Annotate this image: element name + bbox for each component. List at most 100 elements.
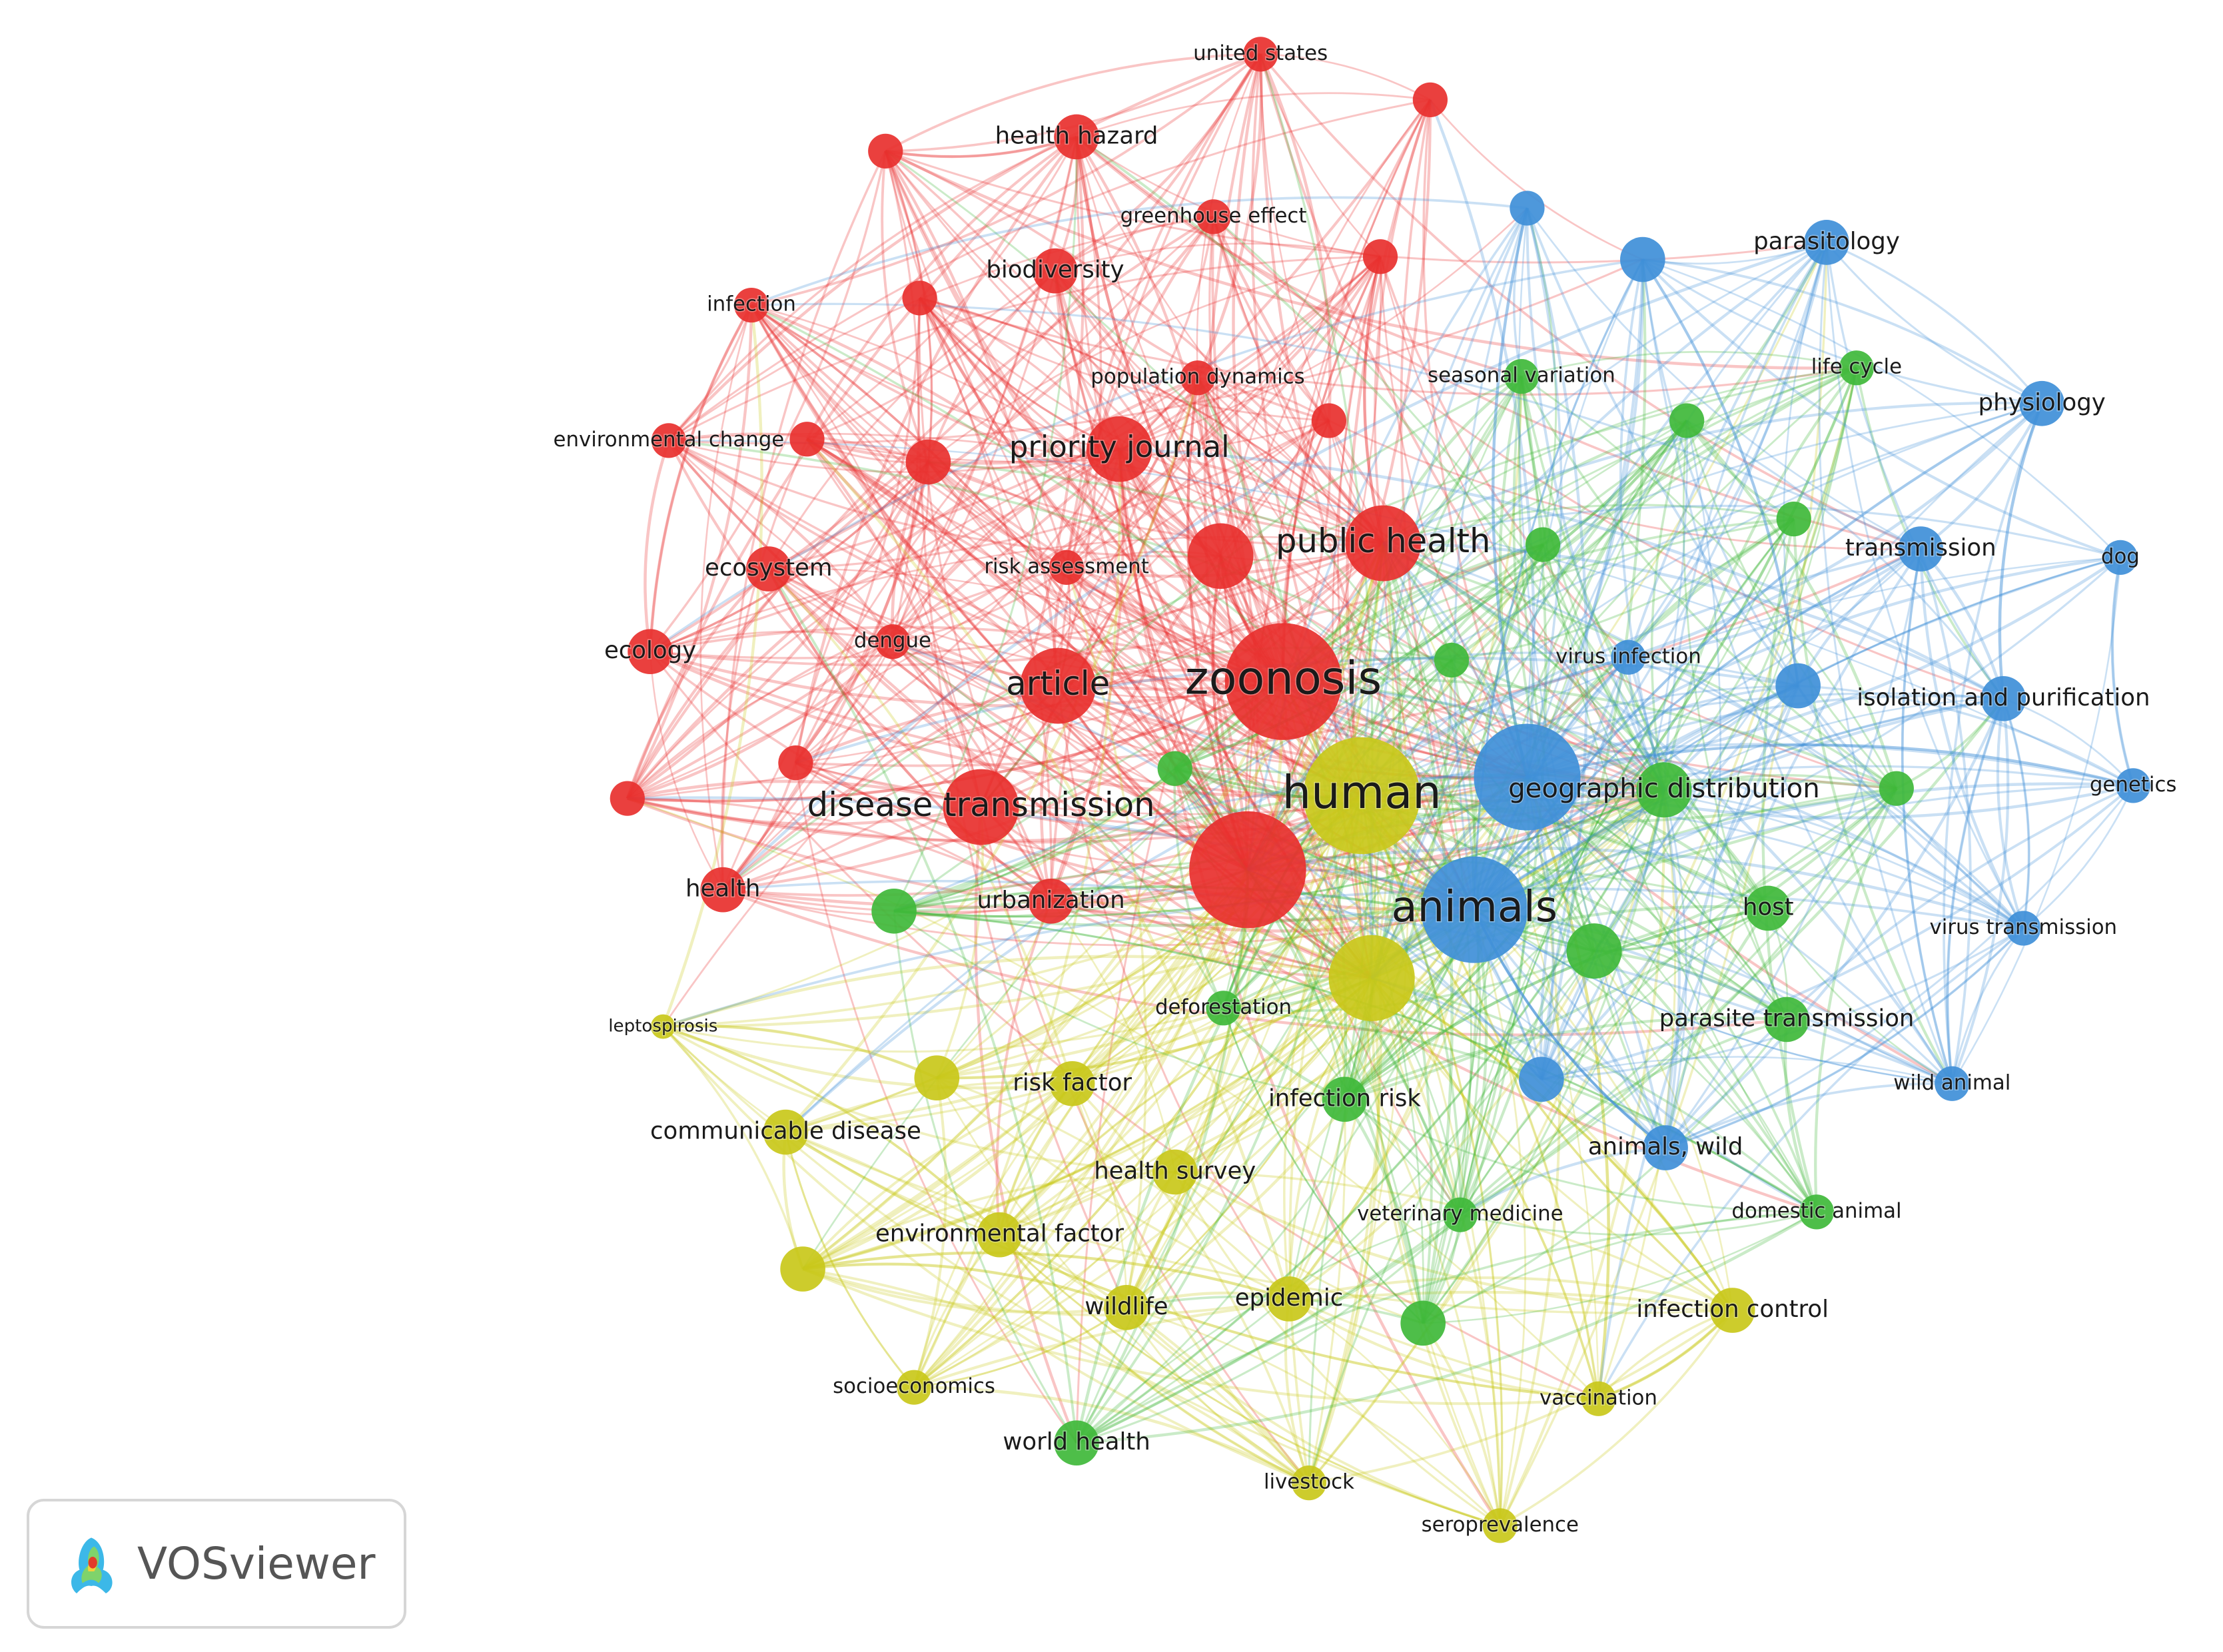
network-node-red[interactable] (1054, 114, 1099, 160)
network-node-blue[interactable] (2102, 540, 2138, 576)
network-node-green[interactable] (1442, 1197, 1478, 1232)
network-node-red[interactable] (789, 422, 825, 457)
network-node-red[interactable] (1345, 505, 1422, 582)
network-node-yellow[interactable] (1482, 1508, 1518, 1543)
network-link (1370, 376, 1523, 979)
network-link (884, 150, 1060, 686)
network-node-green[interactable] (1839, 350, 1875, 386)
network-node-blue[interactable] (1510, 191, 1545, 226)
network-node-blue[interactable] (1611, 639, 1646, 675)
network-node-green[interactable] (1879, 771, 1914, 806)
network-node-red[interactable] (1412, 82, 1448, 117)
network-node-red[interactable] (1189, 811, 1306, 929)
network-node-yellow[interactable] (914, 1055, 960, 1101)
network-node-red[interactable] (868, 133, 903, 169)
network-node-red[interactable] (905, 439, 951, 485)
network-node-blue[interactable] (1421, 856, 1528, 963)
network-node-red[interactable] (1188, 523, 1254, 590)
network-node-green[interactable] (1054, 1420, 1099, 1465)
network-link (1450, 241, 1828, 661)
network-node-green[interactable] (1434, 642, 1470, 678)
network-link (1057, 685, 1476, 911)
network-node-red[interactable] (875, 624, 911, 659)
network-link (1474, 782, 2134, 911)
network-node-green[interactable] (1322, 1076, 1368, 1122)
network-node-red[interactable] (1020, 647, 1097, 724)
network-node-blue[interactable] (1519, 1056, 1564, 1102)
network-node-yellow[interactable] (650, 1014, 675, 1039)
network-link (1526, 207, 2024, 929)
network-link (1282, 419, 1687, 683)
network-node-red[interactable] (610, 781, 645, 816)
network-node-red[interactable] (745, 546, 791, 592)
network-node-yellow[interactable] (896, 1370, 932, 1405)
network-node-red[interactable] (1243, 37, 1278, 72)
network-node-blue[interactable] (1981, 676, 2026, 721)
network-node-yellow[interactable] (1152, 1149, 1198, 1195)
network-node-yellow[interactable] (763, 1109, 809, 1155)
network-node-blue[interactable] (1898, 526, 1944, 572)
network-node-yellow[interactable] (780, 1246, 825, 1292)
network-link (1370, 420, 1688, 979)
network-node-blue[interactable] (1474, 723, 1581, 831)
network-node-blue[interactable] (1804, 220, 1849, 265)
network-link (802, 1268, 1290, 1317)
network-node-blue[interactable] (2019, 380, 2064, 426)
network-node-yellow[interactable] (977, 1212, 1023, 1258)
network-node-red[interactable] (943, 769, 1019, 845)
network-link (1597, 789, 1677, 1400)
network-node-green[interactable] (1504, 358, 1540, 394)
network-node-red[interactable] (1049, 550, 1085, 586)
network-link (892, 255, 1382, 643)
network-link (892, 641, 1224, 1009)
network-node-green[interactable] (1566, 923, 1622, 979)
network-node-red[interactable] (1362, 239, 1398, 274)
network-node-red[interactable] (1033, 248, 1078, 294)
network-node-red[interactable] (1087, 416, 1152, 482)
network-link (1767, 907, 1953, 1084)
network-node-yellow[interactable] (1328, 935, 1415, 1022)
network-node-red[interactable] (651, 423, 686, 458)
network-node-yellow[interactable] (1049, 1060, 1095, 1106)
network-node-red[interactable] (1311, 403, 1347, 438)
network-node-green[interactable] (1636, 762, 1692, 818)
network-node-red[interactable] (733, 287, 769, 323)
network-node-red[interactable] (1028, 878, 1074, 924)
network-node-red[interactable] (628, 629, 673, 675)
network-link (999, 977, 1373, 1236)
network-node-red[interactable] (1196, 199, 1231, 234)
network-link (1664, 784, 2134, 1149)
network-node-green[interactable] (1745, 885, 1791, 931)
network-node-green[interactable] (1669, 403, 1705, 438)
vosviewer-heatmap-icon (71, 1537, 113, 1593)
network-link (1371, 977, 1733, 1311)
network-node-green[interactable] (1799, 1194, 1835, 1230)
network-node-blue[interactable] (1935, 1066, 1970, 1101)
network-node-blue[interactable] (2116, 768, 2151, 803)
network-node-green[interactable] (1525, 527, 1561, 562)
network-node-yellow[interactable] (1291, 1465, 1327, 1501)
network-node-blue[interactable] (2006, 911, 2041, 946)
network-node-yellow[interactable] (1581, 1381, 1616, 1416)
network-node-red[interactable] (778, 745, 813, 781)
network-link (662, 1026, 1000, 1236)
network-node-yellow[interactable] (1709, 1288, 1755, 1333)
network-node-red[interactable] (1180, 360, 1216, 396)
network-node-blue[interactable] (1620, 236, 1665, 282)
network-node-green[interactable] (1157, 751, 1192, 786)
network-node-blue[interactable] (1643, 1125, 1688, 1170)
network-node-green[interactable] (1764, 997, 1809, 1042)
network-link (918, 297, 1222, 558)
network-node-yellow[interactable] (1104, 1284, 1149, 1330)
network-node-green[interactable] (1400, 1300, 1446, 1346)
network-node-red[interactable] (902, 280, 937, 316)
network-node-yellow[interactable] (1266, 1276, 1312, 1322)
network-node-yellow[interactable] (1303, 737, 1420, 855)
network-node-green[interactable] (1206, 991, 1241, 1026)
network-node-red[interactable] (1224, 623, 1342, 740)
network-node-green[interactable] (1776, 502, 1811, 537)
network-node-blue[interactable] (1775, 663, 1821, 709)
network-node-red[interactable] (700, 867, 746, 913)
network-link (1422, 659, 1480, 1324)
network-node-green[interactable] (871, 888, 917, 934)
